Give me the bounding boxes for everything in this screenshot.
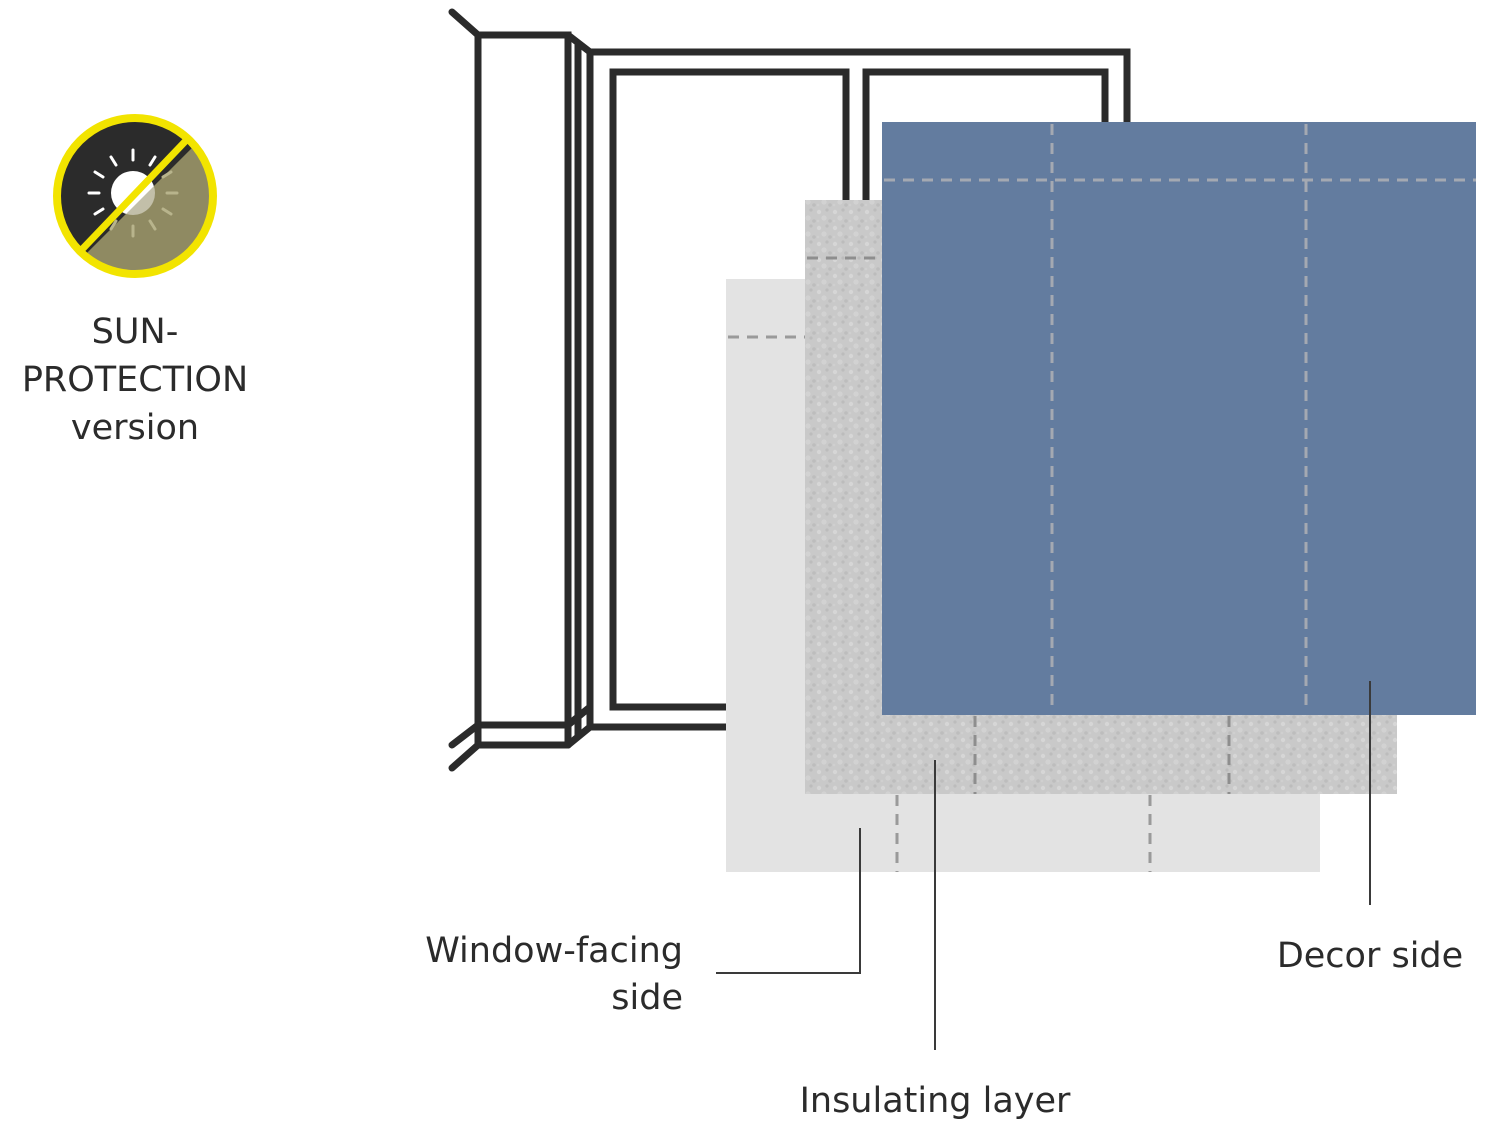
label-window-facing-side: Window-facing side [380, 928, 683, 1022]
sun-protection-badge [53, 114, 217, 278]
badge-line-3: version [70, 408, 200, 448]
badge-line-2: PROTECTION [21, 360, 249, 400]
leader-lines [716, 681, 1371, 1050]
sun-protection-label: SUN- PROTECTION version [0, 308, 270, 452]
layer-decor [882, 122, 1476, 715]
stitching-decor [884, 124, 1476, 713]
badge-ring [53, 114, 217, 278]
stitching-insulating [807, 256, 1231, 794]
sun-rays [87, 148, 157, 216]
slash-line [67, 125, 201, 265]
label-decor-side: Decor side [1276, 936, 1464, 976]
label-insulating-layer: Insulating layer [799, 1081, 1071, 1121]
window-frame [448, 8, 1131, 772]
stitching-window [728, 335, 1152, 872]
label-window-line-2: side [611, 978, 683, 1018]
leader-window-facing [716, 828, 861, 974]
badge-line-1: SUN- [91, 312, 179, 352]
label-window-line-1: Window-facing [425, 931, 683, 971]
